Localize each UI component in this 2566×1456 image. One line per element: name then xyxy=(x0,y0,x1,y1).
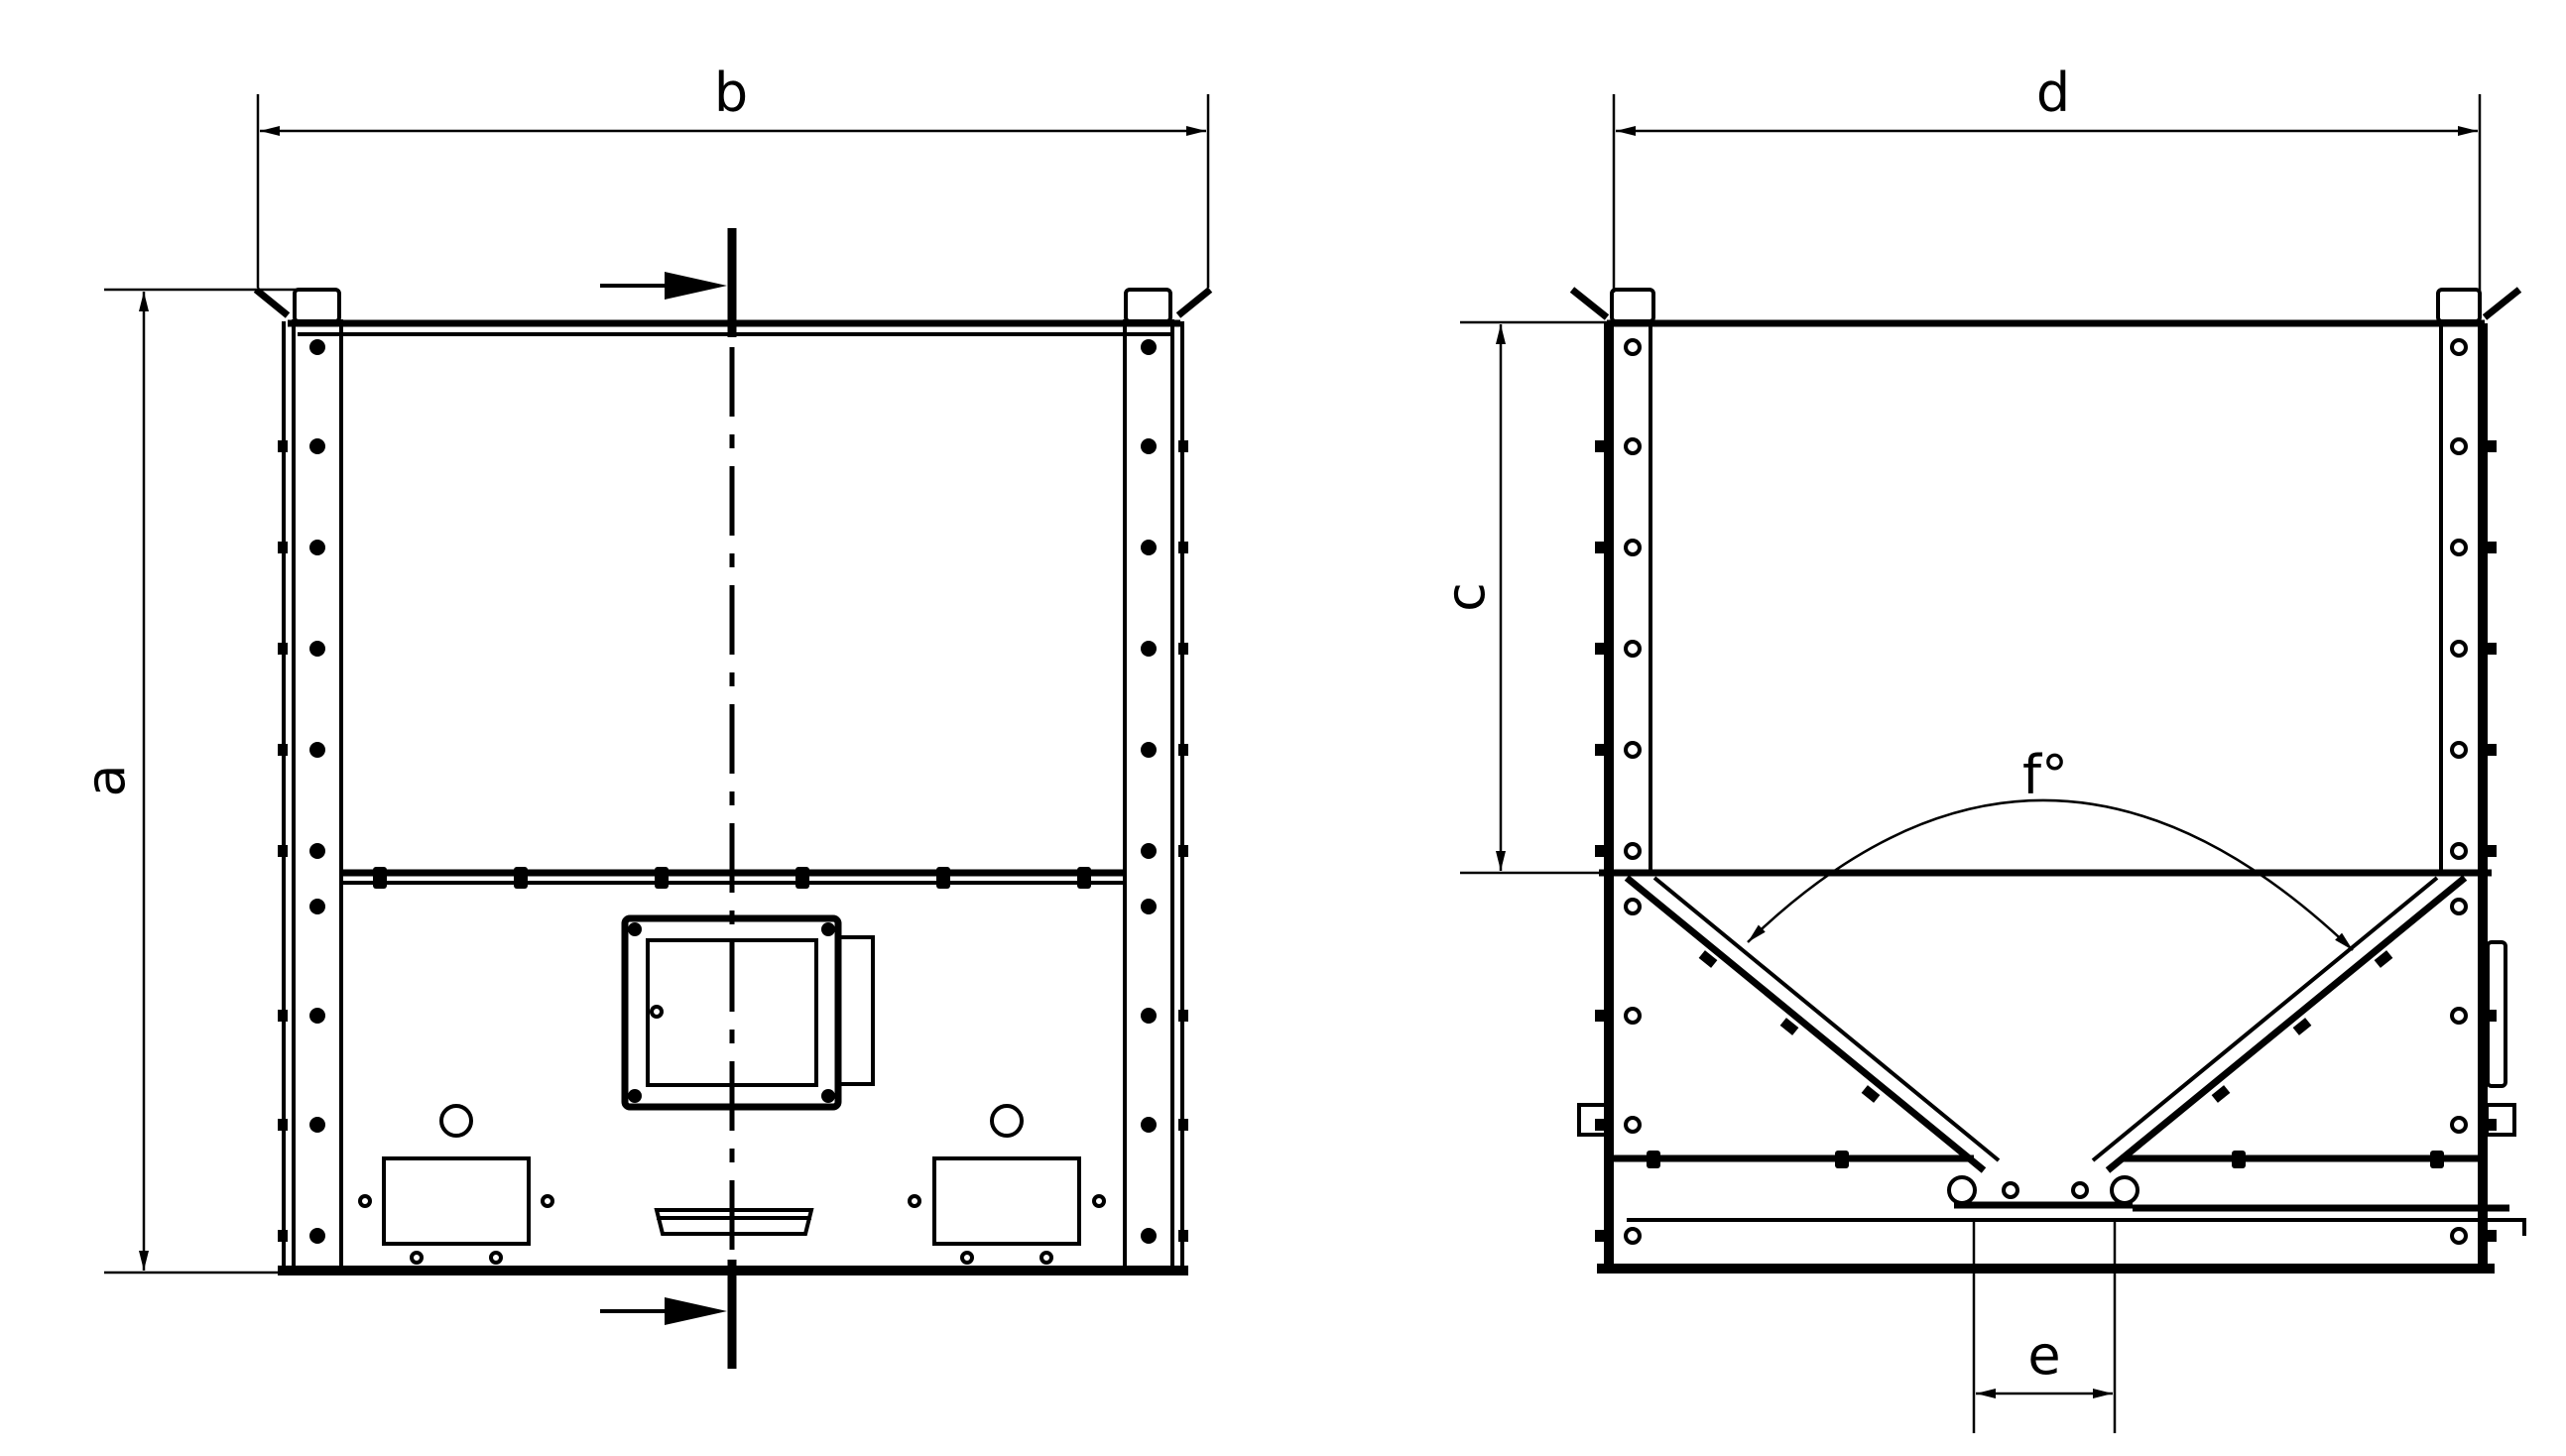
hopper-slopes xyxy=(1624,875,2468,1173)
inspection-hatch xyxy=(621,914,875,1111)
drive-boxes xyxy=(358,1104,1106,1265)
section-marker xyxy=(600,228,737,1369)
side-view: d c e f° xyxy=(1434,61,2526,1433)
dimension-f: f° xyxy=(1747,744,2354,951)
post-bolts xyxy=(278,339,1188,1244)
dimension-b: b xyxy=(256,61,1210,288)
front-view: b a xyxy=(74,61,1213,1369)
post-holes xyxy=(1595,338,2497,1245)
dimension-a-label: a xyxy=(74,764,137,796)
dimension-e: e xyxy=(1972,1220,2117,1433)
dimension-d-label: d xyxy=(2036,61,2070,124)
dimension-c-label: c xyxy=(1434,582,1497,612)
dimension-e-label: e xyxy=(2027,1324,2060,1387)
dimension-f-label: f° xyxy=(2022,744,2068,806)
dimension-d: d xyxy=(1612,61,2482,293)
rail-bolts xyxy=(373,867,1091,889)
dimension-b-label: b xyxy=(714,61,748,124)
dimension-a: a xyxy=(74,288,298,1274)
dimension-c: c xyxy=(1434,320,1627,875)
